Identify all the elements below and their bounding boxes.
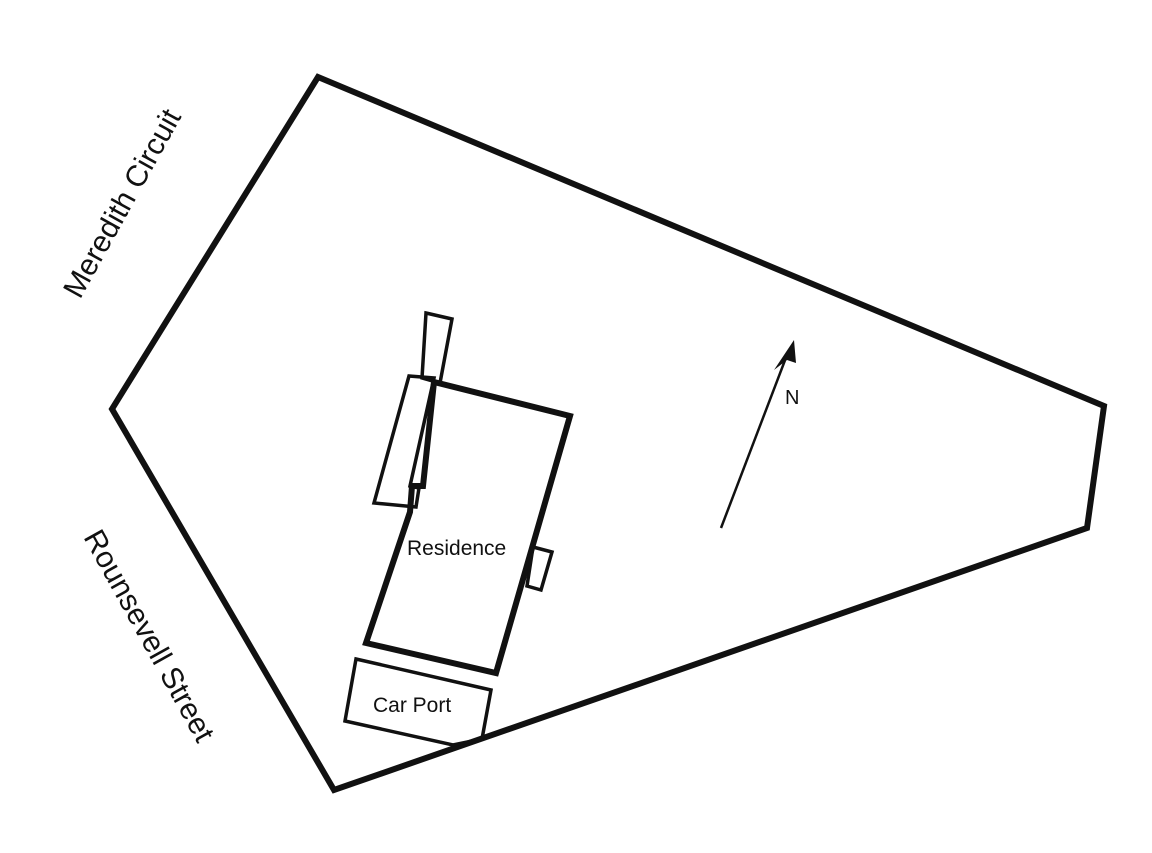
residence-outline [362, 378, 574, 677]
residence-chimney [420, 310, 455, 386]
property-boundary [108, 73, 1108, 794]
north-arrow-label: N [785, 387, 799, 409]
residence-label: Residence [407, 537, 506, 560]
north-arrow-shaft [719, 354, 789, 529]
car-port-outline [342, 656, 494, 747]
north-arrow-head [774, 340, 796, 370]
residence-bay [525, 544, 555, 593]
north-arrow: N [719, 340, 799, 529]
car-port-label: Car Port [373, 694, 451, 717]
street-label-meredith-circuit: Meredith Circuit [57, 103, 188, 303]
